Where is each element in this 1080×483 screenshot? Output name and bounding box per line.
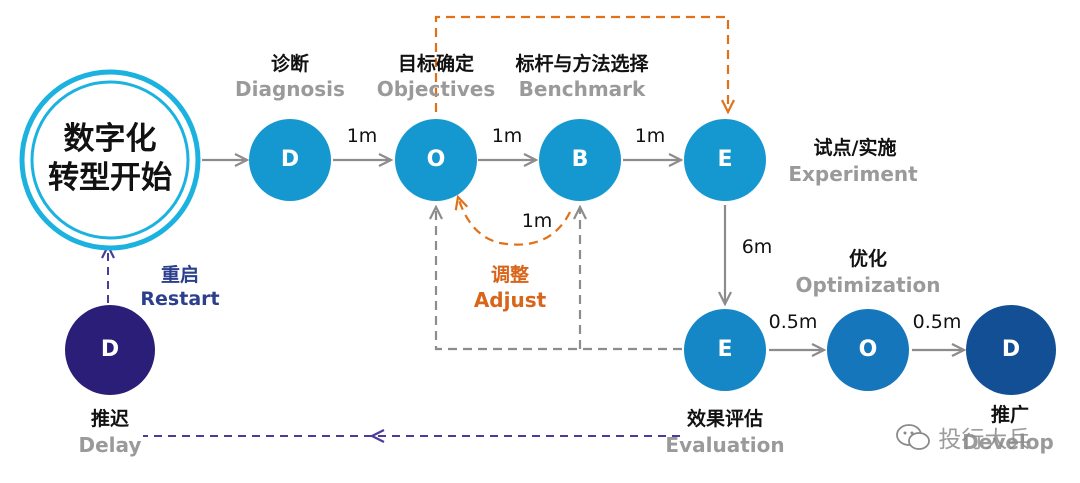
start-line-2: 转型开始 (48, 159, 172, 196)
diagnosis-label-zh: 诊断 (270, 53, 309, 75)
restart-label-en: Restart (140, 288, 220, 310)
node-experiment (684, 119, 766, 201)
optimization-label-en: Optimization (795, 273, 941, 297)
node-optimization-letter: O (858, 337, 878, 362)
node-develop (966, 305, 1056, 395)
node-evaluation-letter: E (717, 337, 733, 362)
node-develop-letter: D (1001, 337, 1021, 362)
duration-adjust: 1m (521, 210, 553, 232)
duration-b-to-e: 1m (634, 125, 666, 147)
watermark: 投行大兵 (895, 420, 1030, 454)
benchmark-label-en: Benchmark (518, 77, 646, 101)
node-evaluation (684, 309, 766, 391)
node-diagnosis (249, 119, 331, 201)
experiment-label-en: Experiment (788, 162, 918, 186)
benchmark-label-zh: 标杆与方法选择 (515, 53, 649, 75)
node-experiment-letter: E (717, 147, 733, 172)
wechat-icon (896, 424, 930, 450)
node-benchmark-letter: B (571, 147, 589, 172)
duration-d-to-o: 1m (346, 125, 378, 147)
evaluation-label-en: Evaluation (665, 433, 785, 457)
evaluation-label-zh: 效果评估 (686, 408, 763, 430)
start-line-1: 数字化 (63, 121, 157, 157)
duration-eval-to-opt: 0.5m (768, 311, 818, 333)
develop-label-zh: 推广 (990, 404, 1029, 426)
node-diagnosis-letter: D (280, 147, 300, 172)
restart-label-zh: 重启 (160, 264, 199, 286)
diagnosis-label-en: Diagnosis (235, 77, 345, 101)
adjust-label-zh: 调整 (490, 264, 529, 286)
start-label: 数字化 转型开始 (30, 120, 190, 198)
start-circle-inner (30, 80, 190, 240)
optimization-label-zh: 优化 (848, 248, 887, 270)
node-delay-letter: D (100, 337, 120, 362)
arrow-objectives-to-experiment (434, 15, 728, 112)
node-benchmark (539, 119, 621, 201)
duration-e-to-eval: 6m (741, 236, 773, 258)
node-objectives-letter: O (426, 147, 446, 172)
delay-label-en: Delay (78, 433, 142, 457)
experiment-label-zh: 试点/实施 (813, 137, 897, 159)
delay-label-zh: 推迟 (90, 408, 129, 430)
arrow-feedback-to-objectives (436, 207, 682, 351)
objectives-label-zh: 目标确定 (397, 53, 474, 75)
node-optimization (827, 309, 909, 391)
objectives-label-en: Objectives (376, 77, 496, 101)
develop-label-en: Develop (962, 430, 1054, 454)
duration-opt-to-dev: 0.5m (912, 311, 962, 333)
arrow-adjust-loop (458, 197, 571, 246)
duration-o-to-b: 1m (491, 125, 523, 147)
node-objectives (395, 119, 477, 201)
adjust-label-en: Adjust (473, 288, 547, 312)
node-delay (65, 305, 155, 395)
watermark-text: 投行大兵 (938, 427, 1031, 453)
